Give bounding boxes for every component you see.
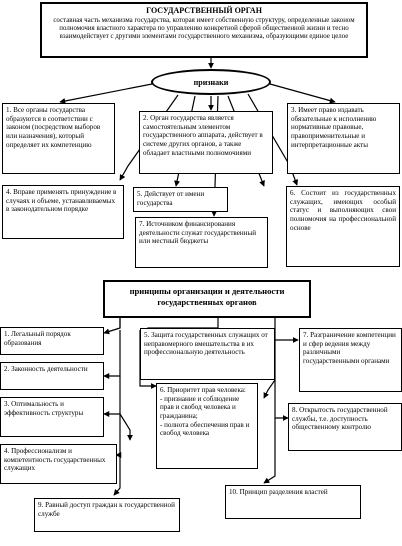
feature-2: 2. Орган государства является самостояте… (139, 111, 273, 174)
definition-title: ГОСУДАРСТВЕННЫЙ ОРГАН (146, 6, 262, 15)
principle-5: 5. Защита государственных служащих от не… (140, 328, 275, 380)
definition-text: составная часть механизма государства, к… (53, 16, 355, 41)
principle-6: 6. Приоритет прав человека: - признание … (156, 383, 258, 469)
principle-4: 4. Профессионализм и компетентность госу… (0, 444, 117, 484)
principle-10: 10. Принцип разделения властей (225, 485, 361, 519)
definition-box: ГОСУДАРСТВЕННЫЙ ОРГАН составная часть ме… (40, 2, 368, 58)
principle-3: 3. Оптимальность и эффективность структу… (0, 397, 104, 437)
principle-2: 2. Законность деятельности (0, 362, 104, 390)
feature-5: 5. Действует от имени государства (133, 187, 228, 212)
feature-3: 3. Имеет право издавать обязательные к и… (287, 103, 400, 174)
feature-7: 7. Источником финансирования деятельност… (135, 217, 268, 268)
feature-6: 6. Состоит из государственных служащих, … (286, 186, 400, 267)
features-oval: признаки (151, 69, 271, 95)
principle-8: 8. Открытость государственной службы, т.… (288, 403, 402, 451)
feature-1: 1. Все органы государства образуются в с… (2, 103, 115, 174)
principle-1: 1. Легальный порядок образования (0, 327, 104, 355)
feature-4: 4. Вправе применять принуждение в случая… (2, 185, 124, 239)
principles-header: принципы организации и деятельности госу… (103, 280, 311, 318)
principle-9: 9. Равный доступ граждан к государственн… (34, 498, 180, 532)
principle-7: 7. Разграничение компетенции и сфер веде… (299, 328, 402, 392)
